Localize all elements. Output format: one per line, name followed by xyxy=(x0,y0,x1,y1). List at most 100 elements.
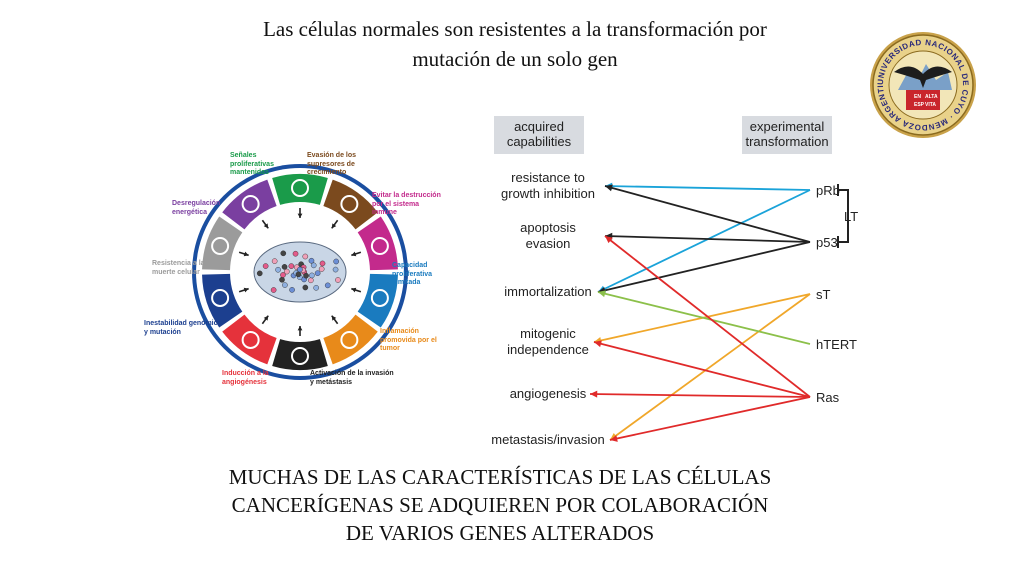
hallmark-label-proliferative: Señales proliferativas mantenidas xyxy=(230,152,274,176)
tumor-cell xyxy=(302,284,309,291)
hallmark-segment-replicative xyxy=(357,273,398,328)
hallmark-segment-invasion xyxy=(272,339,328,370)
tumor-cell xyxy=(292,250,299,257)
transformation-arrow xyxy=(597,291,811,345)
experimental-transformation-header-text: experimental xyxy=(750,119,825,134)
gene-label-pRb: pRb xyxy=(816,183,840,198)
tumor-cell xyxy=(262,263,269,269)
inward-arrowhead xyxy=(297,326,303,331)
conclusion-line-3: DE VARIOS GENES ALTERADOS xyxy=(345,521,655,545)
conclusion-line-1: MUCHAS DE LAS CARACTERÍSTICAS DE LAS CÉL… xyxy=(228,465,772,489)
slide-title: Las células normales son resistentes a l… xyxy=(170,14,860,74)
hallmark-label-growth-suppressors: Evasión de los supresores de crecimiento xyxy=(307,152,357,176)
tumor-cell xyxy=(279,276,285,283)
transformation-arrowhead xyxy=(605,236,613,244)
seal-shield-text-2: ALTA xyxy=(925,94,938,100)
tumor-cell xyxy=(297,266,303,273)
capability-label: independence xyxy=(507,342,589,357)
gene-label-hTERT: hTERT xyxy=(816,337,857,352)
capability-label: angiogenesis xyxy=(510,386,587,401)
hallmark-segment-death xyxy=(202,216,243,271)
hallmark-segment-inflammation xyxy=(323,314,378,365)
inward-arrowhead xyxy=(243,287,249,293)
infinity-icon xyxy=(370,288,389,307)
conclusion-line-2: CANCERÍGENAS SE ADQUIEREN POR COLABORACI… xyxy=(231,493,769,517)
transformation-arrow xyxy=(589,393,811,398)
hallmark-label-replicative: Capacidad proliferativa ilimitada xyxy=(392,262,433,286)
tumor-cell xyxy=(302,253,309,260)
inward-arrowhead xyxy=(297,213,303,218)
vessel-icon xyxy=(241,330,260,349)
tumor-cell xyxy=(319,260,326,267)
acquired-capabilities-header-box xyxy=(494,116,584,154)
pacman-icon xyxy=(370,237,389,256)
capability-label: immortalization xyxy=(504,284,591,299)
hallmark-label-death: Resistencia a la muerte celular xyxy=(152,260,205,276)
inward-arrowhead xyxy=(263,223,269,229)
inward-arrowhead xyxy=(243,251,249,257)
hallmark-label-immune: Evitar la destrucción por el sistema inm… xyxy=(372,192,441,216)
hallmark-label-invasion: Activación de la invasión y metástasis xyxy=(310,370,394,386)
transformation-arrowhead xyxy=(594,340,602,348)
acquired-capabilities-header-text: capabilities xyxy=(507,134,572,149)
seal-shield-text-3: ESP xyxy=(914,102,925,108)
tumor-cell xyxy=(310,262,317,269)
capability-label: evasion xyxy=(526,236,571,251)
tumor-cell xyxy=(271,258,278,264)
gene-label-sT: sT xyxy=(816,287,831,302)
tumor-cell xyxy=(270,287,277,293)
transformation-arrowhead xyxy=(605,184,613,192)
tumor-cell xyxy=(281,264,288,270)
capability-label: mitogenic xyxy=(520,326,576,341)
inward-arrowhead xyxy=(263,315,269,321)
tumor-cell xyxy=(289,287,295,293)
seal-shield-text-4: VITA xyxy=(925,102,936,108)
transformation-arrowhead xyxy=(598,290,606,298)
transformation-arrow xyxy=(609,293,811,441)
transformation-arrowhead xyxy=(610,435,618,442)
tumor-cell xyxy=(308,277,314,284)
inward-arrowhead xyxy=(351,287,357,293)
tumor-cell xyxy=(324,282,331,289)
tumor-cell xyxy=(313,285,319,291)
gene-label-p53: p53 xyxy=(816,235,838,250)
experimental-transformation-header-text: transformation xyxy=(745,134,828,149)
tumor-cell xyxy=(283,268,290,275)
dna-icon xyxy=(211,288,230,307)
transformation-arrow xyxy=(593,341,811,398)
transformation-arrow xyxy=(597,189,811,293)
hallmark-label-genomic: Inestabilidad genómica y mutación xyxy=(144,320,222,336)
seal-shield-text-1: EN xyxy=(914,94,921,100)
tumor-cell xyxy=(280,250,287,257)
gene-label-Ras: Ras xyxy=(816,390,840,405)
tumor-cell xyxy=(295,271,302,278)
hallmark-label-angiogenesis: Inducción a la angiogénesis xyxy=(222,370,269,386)
tumor-cell xyxy=(333,258,339,265)
tumor-cell xyxy=(309,272,315,279)
hallmark-segment-genomic xyxy=(202,273,243,328)
tumor-cell xyxy=(282,282,288,288)
title-line-2: mutación de un solo gen xyxy=(412,47,618,71)
tumor-cell xyxy=(332,266,339,273)
transformation-arrow xyxy=(604,235,811,398)
hallmarks-wheel: Señales proliferativas mantenidas Evasión… xyxy=(140,140,460,410)
experimental-transformation-header-box xyxy=(742,116,832,154)
hallmark-label-inflammation: Inflamación promovida por el tumor xyxy=(380,328,437,352)
inward-arrowhead xyxy=(331,315,337,321)
transformation-arrowhead xyxy=(590,390,598,398)
atom-icon xyxy=(241,195,260,214)
university-seal-icon: UNIVERSIDAD NACIONAL DE CUYO · MENDOZA A… xyxy=(868,30,976,138)
transformation-arrow xyxy=(604,185,811,243)
lt-label: LT xyxy=(844,209,858,224)
hallmark-label-energetic: Desregulación energética xyxy=(172,200,221,216)
transformation-arrow xyxy=(597,241,811,293)
transformation-arrow xyxy=(609,396,811,441)
cross-icon xyxy=(211,237,230,256)
lt-bracket xyxy=(838,189,849,243)
hallmark-segment-proliferative xyxy=(272,174,328,205)
hallmark-segment-growth-suppressors xyxy=(323,179,378,230)
tumor-cell xyxy=(280,272,286,278)
tumor-cell xyxy=(335,277,341,283)
slide-conclusion: MUCHAS DE LAS CARACTERÍSTICAS DE LAS CÉL… xyxy=(100,463,900,547)
